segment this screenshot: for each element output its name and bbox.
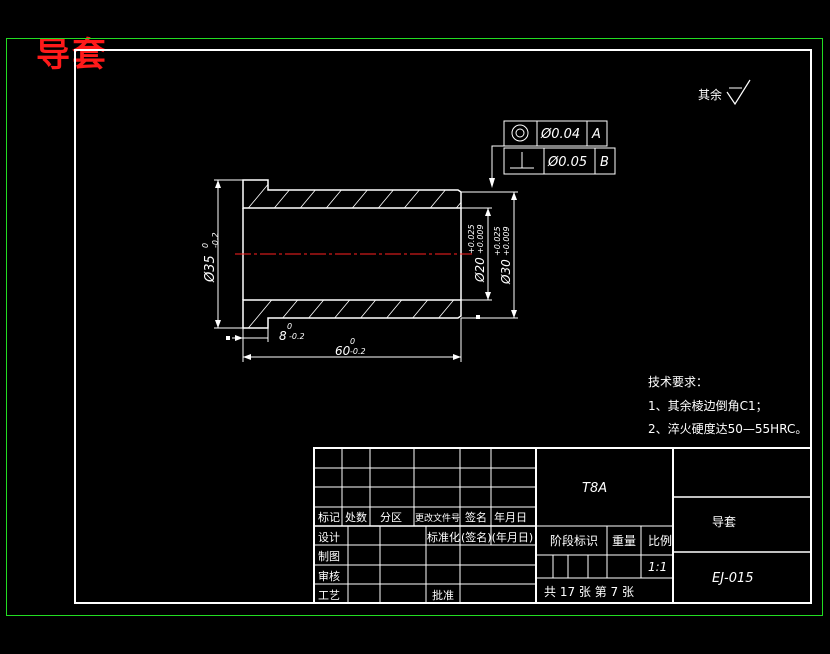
roughness-check-icon bbox=[726, 79, 751, 106]
body-dia-label: Ø30 bbox=[499, 259, 513, 285]
bushing-section-view bbox=[235, 179, 472, 329]
sheet-count: 共 17 张 第 7 张 bbox=[544, 585, 634, 599]
hatch-top bbox=[243, 180, 461, 208]
header-change-doc: 更改文件号 bbox=[415, 512, 460, 524]
body-dia-lower: +0.009 bbox=[502, 226, 511, 256]
scale-value: 1:1 bbox=[648, 560, 667, 574]
total-len-lower: -0.2 bbox=[350, 347, 366, 356]
header-count: 处数 bbox=[345, 511, 367, 524]
part-name: 导套 bbox=[712, 515, 736, 529]
surface-roughness-note: 其余 bbox=[698, 79, 751, 106]
bore-dia-label: Ø20 bbox=[473, 257, 487, 283]
concentricity-value: Ø0.04 bbox=[540, 127, 580, 142]
drawing-number: EJ-015 bbox=[712, 571, 754, 586]
title-block-text: 标记 处数 分区 更改文件号 签名 年月日 设计 标准化 (签名)(年月日) 制… bbox=[318, 481, 754, 602]
flange-len-lower: -0.2 bbox=[289, 332, 305, 341]
perpendicularity-value: Ø0.05 bbox=[547, 155, 587, 170]
outer-dia-lower: -0.2 bbox=[211, 232, 220, 248]
label-check: 审核 bbox=[318, 569, 340, 583]
flange-len-label: 8 bbox=[279, 329, 287, 343]
label-weight: 重量 bbox=[612, 534, 636, 548]
header-mark: 标记 bbox=[318, 510, 340, 524]
bore-dia-upper: +0.025 bbox=[467, 224, 476, 254]
body-dia-upper: +0.025 bbox=[493, 226, 502, 256]
title-block bbox=[313, 447, 812, 604]
tech-note-1: 1、其余棱边倒角C1； bbox=[648, 398, 768, 413]
perpendicularity-datum: B bbox=[600, 155, 609, 170]
label-approve: 批准 bbox=[432, 588, 454, 602]
flange-len-upper: 0 bbox=[287, 322, 292, 331]
label-process: 工艺 bbox=[318, 589, 340, 602]
label-stage-mark: 阶段标识 bbox=[550, 533, 598, 548]
dimensions bbox=[214, 179, 518, 362]
label-draw: 制图 bbox=[318, 550, 340, 563]
header-signature: 签名 bbox=[465, 510, 487, 524]
label-sign-date: (签名)(年月日) bbox=[461, 530, 533, 544]
tech-notes-heading: 技术要求： bbox=[648, 375, 708, 389]
bore-dia-lower: +0.009 bbox=[476, 224, 485, 254]
drawing-title-watermark: 导套 bbox=[36, 35, 108, 75]
tolerance-frames: Ø0.04 A Ø0.05 B bbox=[489, 120, 616, 188]
total-len-upper: 0 bbox=[350, 337, 355, 346]
total-len-label: 60 bbox=[335, 344, 351, 358]
label-scale: 比例 bbox=[648, 534, 672, 548]
tech-note-2: 2、淬火硬度达50—55HRC。 bbox=[648, 421, 807, 436]
outer-sheet-border bbox=[6, 38, 823, 616]
concentricity-icon bbox=[511, 124, 529, 142]
technical-requirements: 技术要求： 1、其余棱边倒角C1； 2、淬火硬度达50—55HRC。 bbox=[648, 375, 807, 436]
concentricity-datum: A bbox=[591, 127, 601, 142]
perpendicularity-icon bbox=[510, 152, 534, 169]
surface-note-label: 其余 bbox=[698, 87, 722, 102]
leader-line bbox=[491, 145, 504, 186]
label-standardize: 标准化 bbox=[427, 530, 460, 544]
material: T8A bbox=[582, 481, 607, 496]
header-date: 年月日 bbox=[494, 510, 527, 524]
dimension-labels: Ø35 0 -0.2 Ø20 +0.025 +0.009 Ø30 +0.025 … bbox=[201, 224, 513, 358]
outer-dia-label: Ø35 bbox=[203, 255, 218, 283]
header-zone: 分区 bbox=[380, 511, 402, 524]
label-design: 设计 bbox=[318, 531, 340, 544]
outer-dia-upper: 0 bbox=[201, 243, 210, 248]
